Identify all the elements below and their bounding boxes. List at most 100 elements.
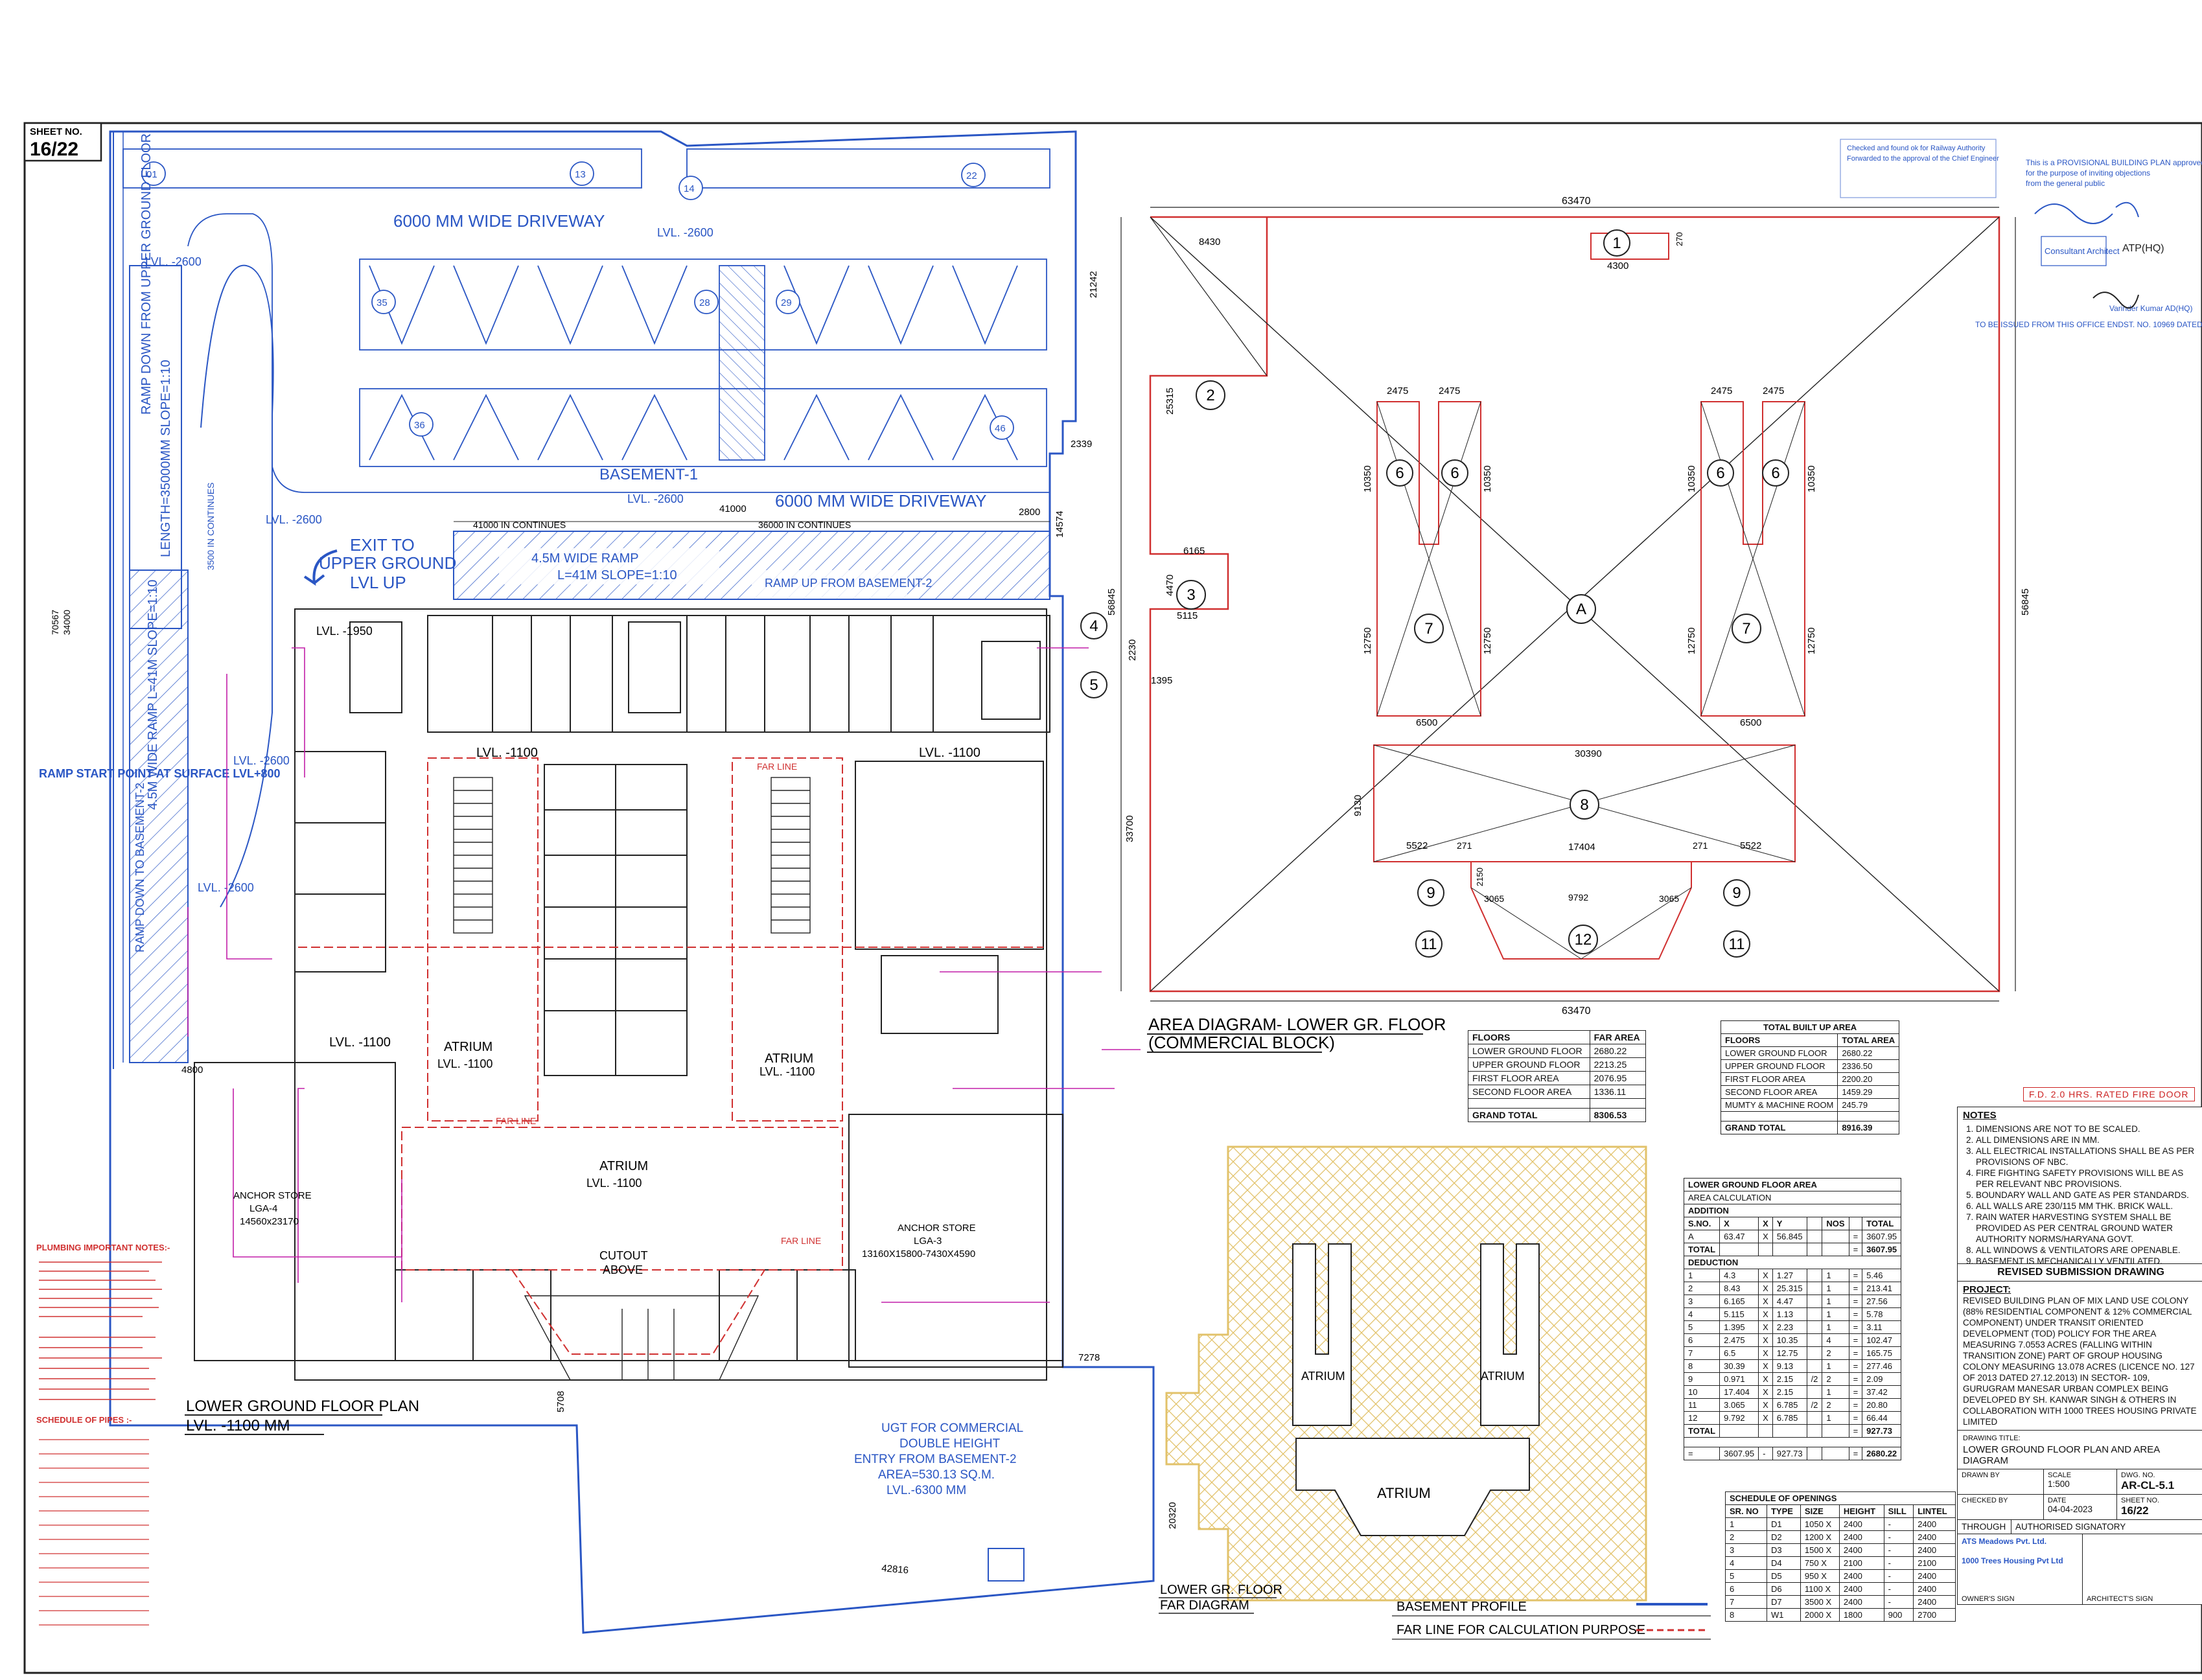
table-cell: 37.42 [1862, 1385, 1902, 1399]
table-cell: 3.065 [1719, 1398, 1759, 1412]
dim-42816: 42816 [881, 1563, 909, 1576]
lvl-1100-c: LVL. -1100 [329, 1035, 391, 1050]
table-cell: 277.46 [1862, 1359, 1902, 1373]
table-cell: D2 [1766, 1530, 1801, 1544]
sheet-number-box [23, 122, 102, 162]
ramp-up-label: RAMP UP FROM BASEMENT-2 [765, 577, 932, 590]
plumbing-notes-title: PLUMBING IMPORTANT NOTES:- [36, 1243, 170, 1252]
table-cell: X [1758, 1320, 1773, 1334]
table-cell [1806, 1346, 1823, 1360]
table-cell: 2400 [1913, 1530, 1956, 1544]
dim-30390: 30390 [1575, 748, 1602, 759]
dim-70567: 70567 [50, 610, 60, 635]
table-cell: 1 [1822, 1282, 1849, 1295]
table-cell: X [1758, 1307, 1773, 1321]
table-cell: 2400 [1913, 1569, 1956, 1583]
table-cell: D4 [1766, 1556, 1801, 1570]
zone-8: 8 [1580, 796, 1588, 814]
ramp-down-label: RAMP DOWN FROM UPPER GROUND FLOOR [139, 133, 154, 415]
table-cell: 1200 X [1800, 1530, 1840, 1544]
table-cell [1806, 1359, 1823, 1373]
table-cell: 1.395 [1719, 1320, 1759, 1334]
table-cell: 9.792 [1719, 1411, 1759, 1425]
legend: BASEMENT PROFILE FAR LINE FOR CALCULATIO… [1392, 1600, 1711, 1640]
zone-1: 1 [1612, 235, 1621, 252]
plumbing-lines [187, 647, 1141, 1303]
sheet-label: SHEET NO. [30, 126, 82, 137]
table-cell: 1 [1822, 1295, 1849, 1308]
bay-14: 14 [684, 183, 695, 194]
far-col-area: FAR AREA [1589, 1030, 1647, 1044]
dim-12750-c: 12750 [1686, 627, 1697, 654]
table-row: TOTAL=927.73 [1683, 1424, 1902, 1438]
dim-10350-c: 10350 [1686, 465, 1697, 492]
table-cell: - [1883, 1595, 1914, 1609]
far-col-floors: FLOORS [1468, 1030, 1590, 1044]
stamp-1-b: Forwarded to the approval of the Chief E… [1847, 155, 1999, 163]
dim-4300: 4300 [1607, 260, 1628, 271]
dim-2800: 2800 [1019, 507, 1040, 518]
bay-22: 22 [966, 170, 977, 181]
dim-21242: 21242 [1088, 271, 1099, 298]
far-line-label-2: FAR LINE [496, 1116, 536, 1126]
table-cell: 8 [1725, 1608, 1767, 1622]
zone-12: 12 [1575, 931, 1592, 949]
table-cell: = [1848, 1269, 1863, 1282]
ugt-label-1: UGT FOR COMMERCIAL [881, 1421, 1023, 1435]
table-cell: - [1883, 1569, 1914, 1583]
table-cell: 8.43 [1719, 1282, 1759, 1295]
table-cell: 8 [1683, 1359, 1721, 1373]
table-cell: 2700 [1913, 1608, 1956, 1622]
lvl-2600-b: LVL. -2600 [233, 754, 290, 767]
zone-7-a: 7 [1424, 620, 1433, 638]
table-cell: D5 [1766, 1569, 1801, 1583]
plan-title-2: LVL. -1100 MM [186, 1417, 290, 1434]
exit-label-3: LVL UP [350, 573, 406, 592]
lvl-1100-a: LVL. -1100 [476, 746, 538, 760]
table-cell: 1 [1822, 1269, 1849, 1282]
table-cell: 3.11 [1862, 1320, 1902, 1334]
anchor-store-3: ANCHOR STORE [898, 1223, 976, 1234]
table-cell: = [1848, 1295, 1863, 1308]
table-cell: 10.35 [1772, 1333, 1807, 1347]
far-line-label-3: FAR LINE [781, 1236, 821, 1246]
plan-title-1: LOWER GROUND FLOOR PLAN [186, 1398, 419, 1415]
ramp-45-left-label: 4.5M WIDE RAMP L=41M SLOPE=1:10 [146, 580, 160, 810]
sheet-number: 16/22 [30, 139, 78, 160]
table-cell: 6.165 [1719, 1295, 1759, 1308]
table-cell [1806, 1307, 1823, 1321]
table-cell: 12.75 [1772, 1346, 1807, 1360]
dim-271-a: 271 [1457, 840, 1472, 851]
lvl-1950: LVL. -1950 [316, 625, 373, 638]
dim-33700: 33700 [1124, 815, 1135, 842]
dim-36000-cont: 36000 IN CONTINUES [758, 520, 851, 530]
dim-12750-d: 12750 [1806, 627, 1817, 654]
atrium-3-lvl: LVL. -1100 [586, 1177, 642, 1190]
table-cell: 6 [1683, 1333, 1721, 1347]
final-row: =3607.95-927.73=2680.22 [1683, 1447, 1902, 1460]
table-cell [1806, 1295, 1823, 1308]
table-cell: 2.23 [1772, 1320, 1807, 1334]
exit-arrow [303, 549, 338, 586]
dim-2339: 2339 [1071, 439, 1092, 450]
table-cell: - [1883, 1530, 1914, 1544]
table-cell: 0.971 [1719, 1372, 1759, 1386]
table-cell: X [1758, 1359, 1773, 1373]
table-cell: 2000 X [1800, 1608, 1840, 1622]
table-cell: X [1758, 1411, 1773, 1425]
table-cell: 5.115 [1719, 1307, 1759, 1321]
ramp-45-top-label: 4.5M WIDE RAMP [531, 551, 639, 566]
basement-label: BASEMENT-1 [599, 466, 698, 483]
dim-2475-d: 2475 [1763, 385, 1784, 397]
dim-3500: 3500 IN CONTINUES [205, 483, 216, 570]
table-cell: 4 [1725, 1556, 1767, 1570]
note-item: BOUNDARY WALL AND GATE AS PER STANDARDS. [1976, 1190, 2197, 1201]
